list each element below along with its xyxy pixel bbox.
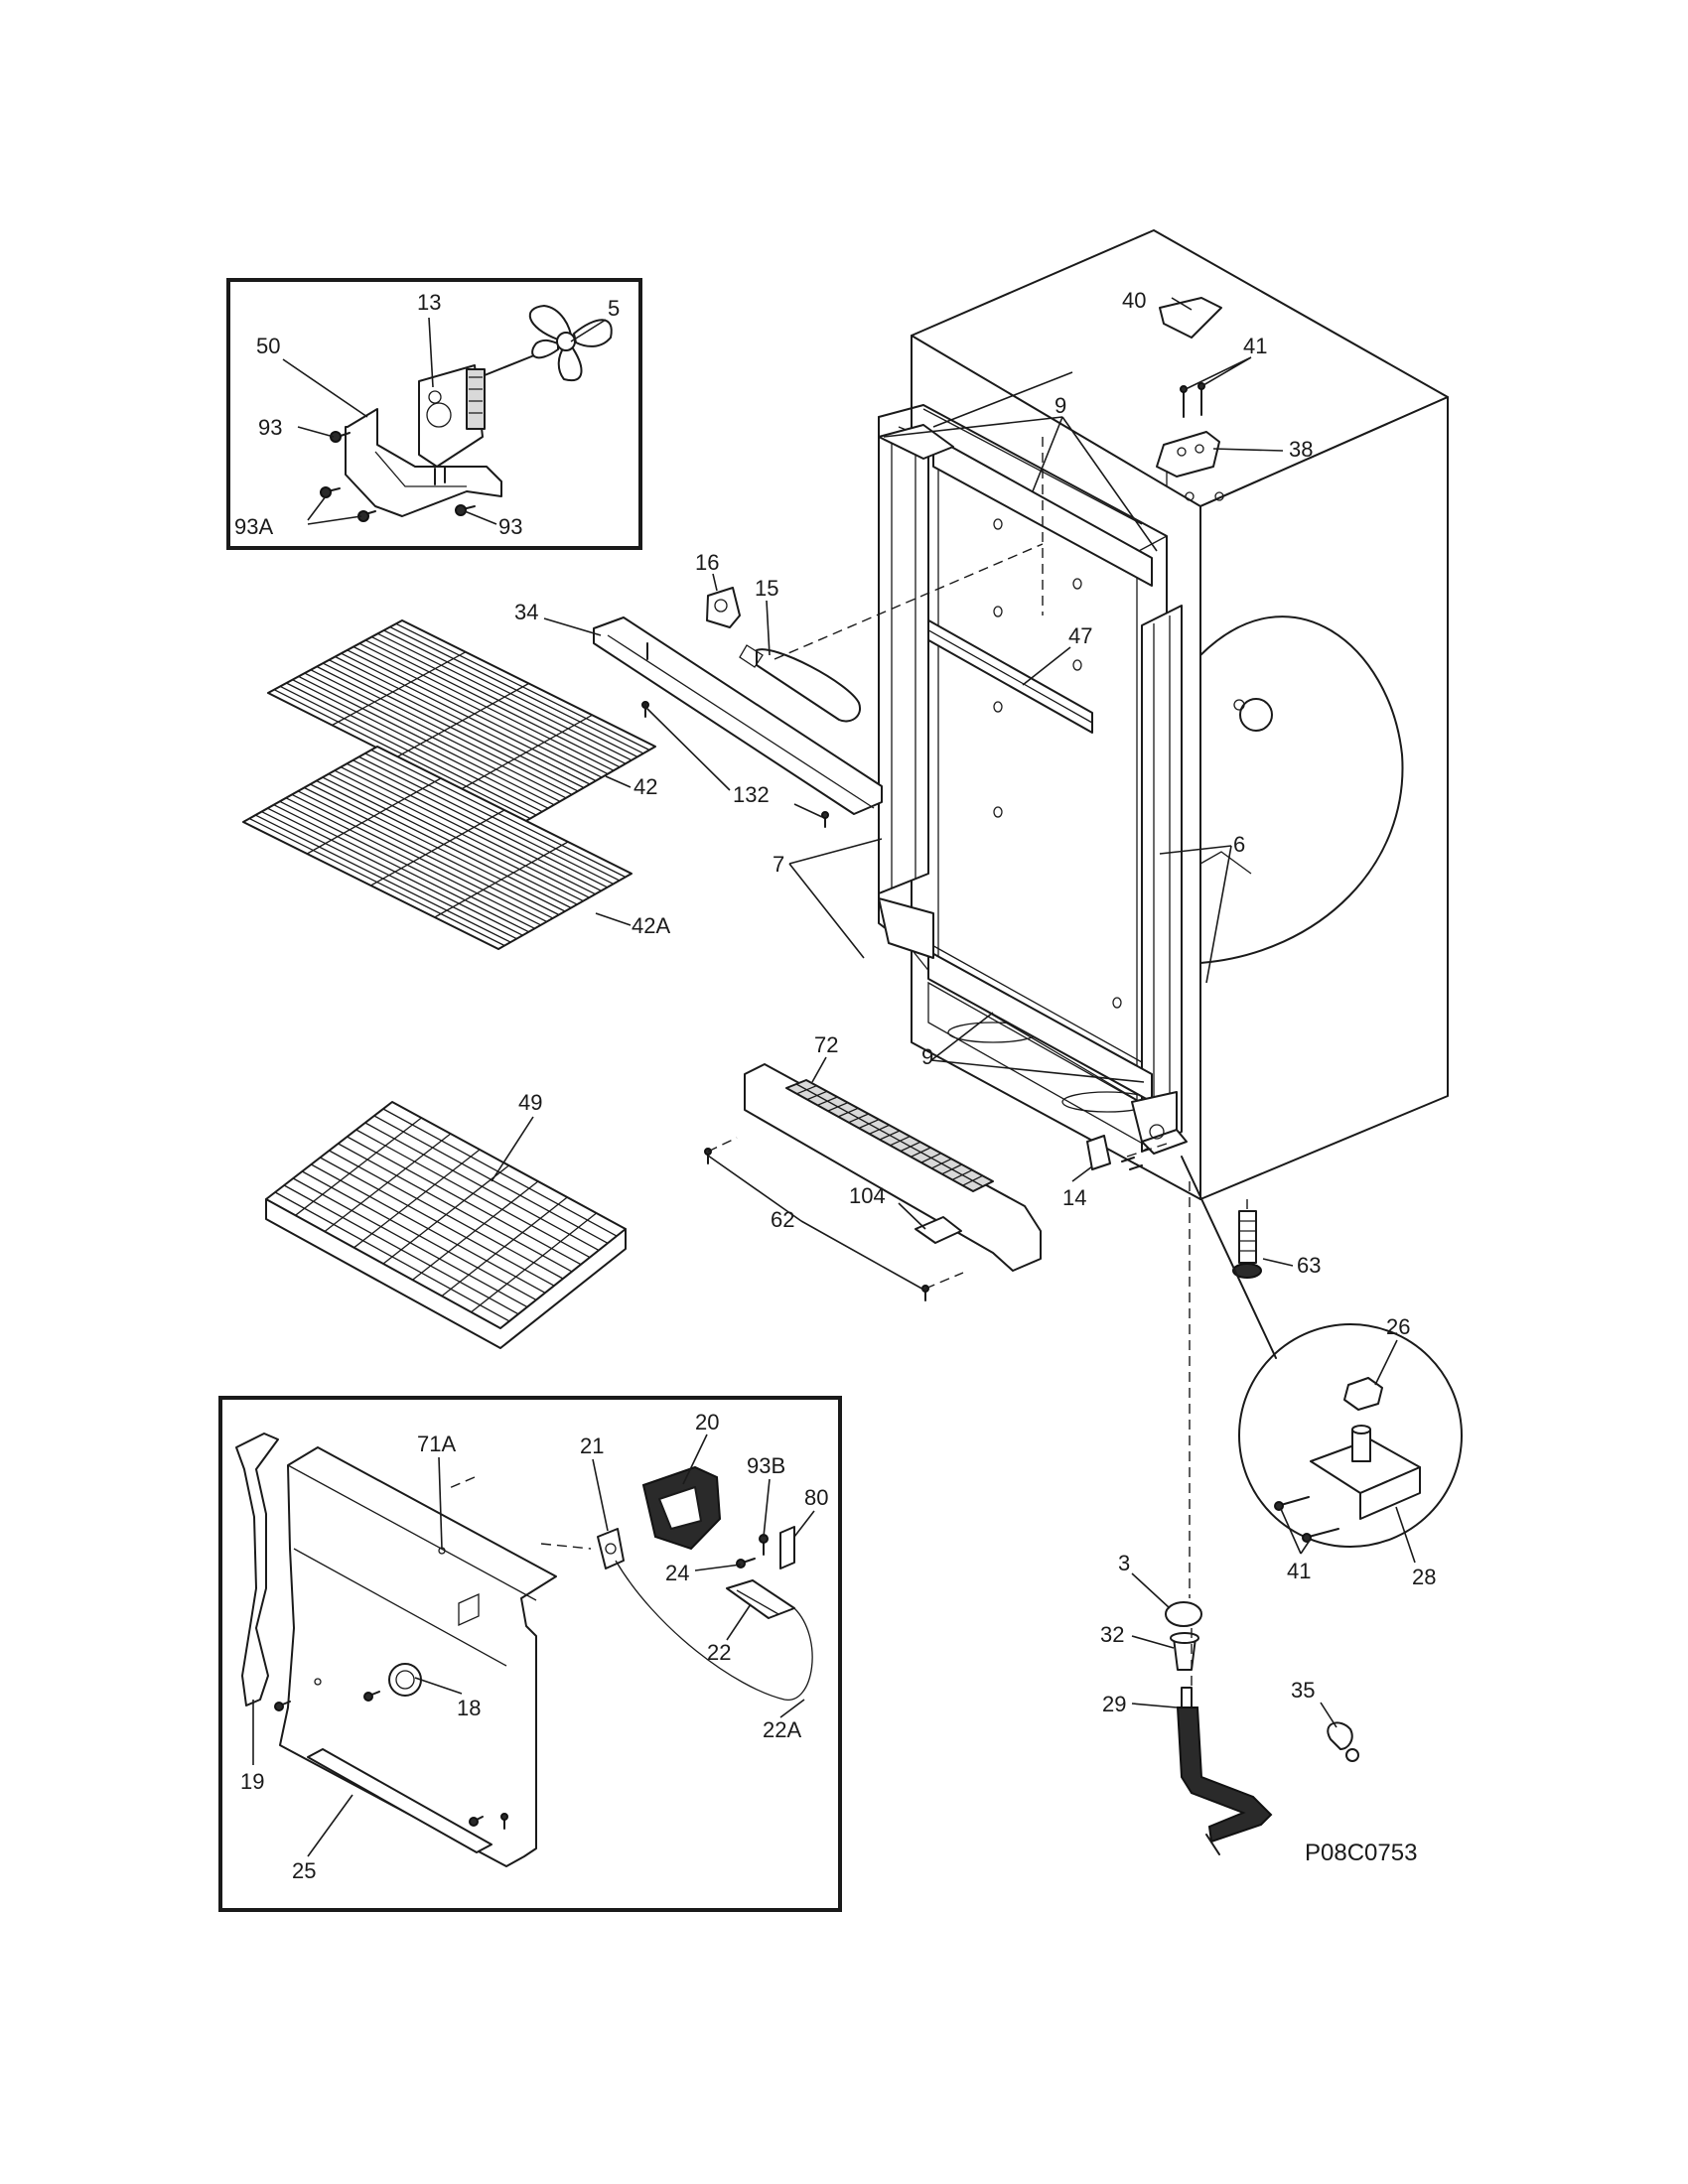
callout-49: 49 [518, 1090, 542, 1115]
wing-nut-35 [1327, 1721, 1359, 1762]
callout-labels: 13 5 50 93 93A 93 16 15 34 132 42 42A 40… [234, 288, 1436, 1883]
callout-9-bottom: 9 [921, 1044, 933, 1069]
wire-basket-49 [265, 1101, 627, 1349]
callout-62: 62 [771, 1207, 794, 1232]
callout-50: 50 [256, 334, 280, 358]
callout-15: 15 [755, 576, 778, 601]
toe-grille-72 [704, 1063, 1042, 1301]
hinge-detail-circle [1181, 1156, 1463, 1548]
callout-29: 29 [1102, 1692, 1126, 1716]
callout-38: 38 [1289, 437, 1313, 462]
callout-24: 24 [665, 1561, 689, 1585]
callout-5: 5 [608, 296, 620, 321]
callout-18: 18 [457, 1696, 481, 1720]
diagram-code: P08C0753 [1305, 1840, 1417, 1866]
callout-41-bottom: 41 [1287, 1559, 1311, 1583]
leveling-leg-63 [1232, 1210, 1262, 1279]
callout-80: 80 [804, 1485, 828, 1510]
callout-7: 7 [773, 852, 784, 877]
callout-25: 25 [292, 1858, 316, 1883]
callout-28: 28 [1412, 1565, 1436, 1589]
callout-20: 20 [695, 1410, 719, 1434]
callout-47: 47 [1068, 623, 1092, 648]
drain-tube-assembly [1165, 1181, 1273, 1855]
callout-14: 14 [1062, 1185, 1086, 1210]
control-bracket-group [593, 587, 883, 828]
callout-41-top: 41 [1243, 334, 1267, 358]
assembly-dashes [446, 437, 1248, 1688]
callout-19: 19 [240, 1769, 264, 1794]
evaporator-shelf-42A [242, 746, 633, 950]
callout-93A: 93A [234, 514, 273, 539]
callout-16: 16 [695, 550, 719, 575]
callout-34: 34 [514, 600, 538, 624]
callout-35: 35 [1291, 1678, 1315, 1703]
side-wall-cutaway [1199, 615, 1404, 964]
door-gaskets [878, 424, 1183, 1153]
leader-lines [252, 297, 1416, 1857]
callout-42: 42 [633, 774, 657, 799]
callout-71A: 71A [417, 1432, 456, 1456]
callout-104: 104 [849, 1183, 886, 1208]
callout-3: 3 [1118, 1551, 1130, 1575]
callout-93-left: 93 [258, 415, 282, 440]
callout-21: 21 [580, 1433, 604, 1458]
callout-32: 32 [1100, 1622, 1124, 1647]
callout-26: 26 [1386, 1314, 1410, 1339]
callout-22: 22 [707, 1640, 731, 1665]
callout-93-right: 93 [498, 514, 522, 539]
top-hinge-group [1156, 297, 1222, 486]
callout-6: 6 [1233, 832, 1245, 857]
callout-93B: 93B [747, 1453, 785, 1478]
rear-panel-inset [218, 1396, 842, 1912]
callout-72: 72 [814, 1032, 838, 1057]
fan-motor-inset [226, 278, 642, 550]
callout-9-top: 9 [1055, 393, 1066, 418]
callout-42A: 42A [632, 913, 670, 938]
lower-hinge-switch [1086, 1124, 1188, 1170]
callout-40: 40 [1122, 288, 1146, 313]
callout-13: 13 [417, 290, 441, 315]
callout-132: 132 [733, 782, 770, 807]
callout-22A: 22A [763, 1717, 801, 1742]
callout-63: 63 [1297, 1253, 1321, 1278]
